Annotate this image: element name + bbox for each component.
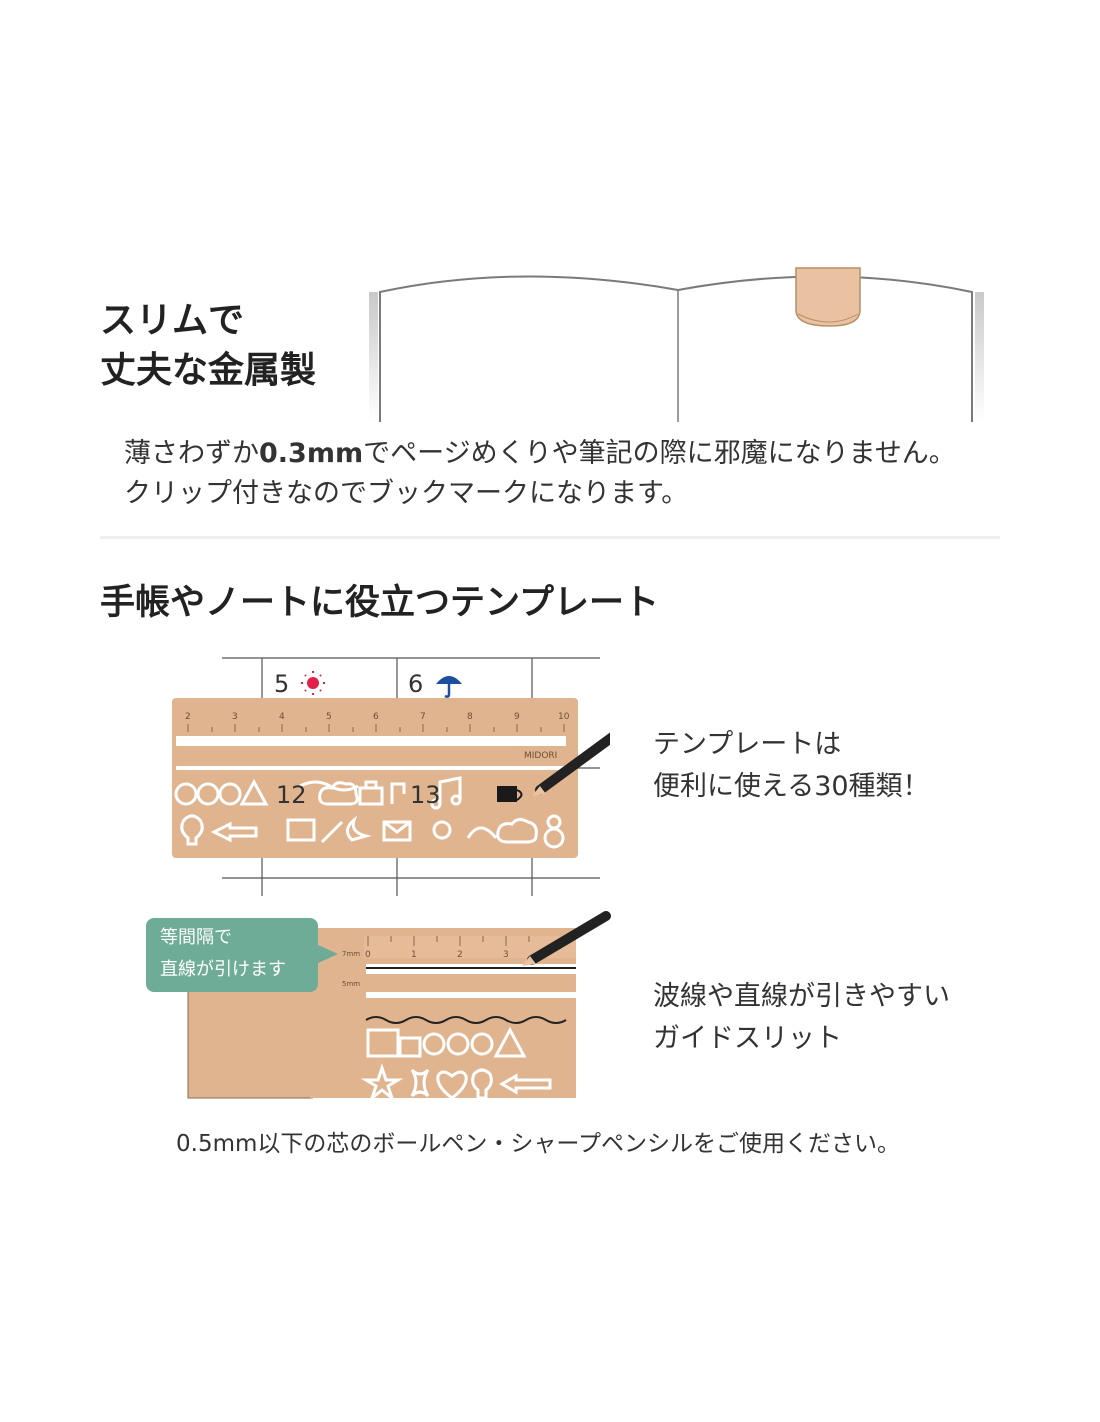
ruler-label: 2 — [457, 950, 463, 960]
ruler-label: 1 — [411, 950, 417, 960]
guide-slit-thin — [366, 992, 576, 998]
ruler-scale — [367, 936, 530, 946]
calendar-template-illustration: 5 6 2 3 4 — [172, 657, 610, 896]
ruler-strip — [364, 936, 576, 958]
callout-bubble: 等間隔で 直線が引けます — [146, 918, 318, 992]
umbrella-icon — [436, 676, 462, 698]
feature-guide-slit-line1: 波線や直線が引きやすい — [653, 981, 950, 1012]
section2-title: 手帳やノートに役立つテンプレート — [100, 583, 659, 623]
callout-line2: 直線が引けます — [160, 959, 286, 980]
ruler-label: 3 — [232, 712, 238, 722]
ruler-label: 6 — [373, 712, 379, 722]
section1-title-line1: スリムで — [100, 300, 245, 341]
calendar-day-5: 5 — [274, 670, 289, 698]
umbrella-outline-icon — [466, 826, 498, 839]
bookmark-clip-edge — [797, 313, 859, 323]
notebook-right-edge — [975, 292, 984, 422]
ruler-labels: 0 1 2 3 — [365, 950, 509, 960]
sun-icon — [301, 671, 325, 695]
guide-slit — [176, 736, 566, 746]
cloud-icon — [496, 817, 538, 844]
envelope-icon — [382, 820, 412, 842]
arrow-icon — [210, 821, 258, 843]
feature-templates-line2: 便利に使える30種類！ — [653, 771, 930, 802]
feature-guide-slit-line2: ガイドスリット — [653, 1023, 842, 1054]
calendar-day-12: 12 — [276, 781, 307, 809]
desc-prefix: 薄さわずか — [124, 438, 259, 469]
desc-suffix: でページめくりや筆記の際に邪魔になりません。 — [363, 438, 956, 469]
sparkle-icon — [410, 1068, 430, 1098]
circle-icon — [174, 782, 198, 806]
calendar-day-6: 6 — [408, 670, 423, 698]
ruler-labels: 2 3 4 5 6 7 8 9 10 — [185, 712, 570, 722]
circle-icon — [422, 1032, 446, 1056]
section1-desc-line2: クリップ付きなのでブックマークになります。 — [124, 478, 689, 509]
stencil-row-top — [174, 776, 462, 810]
ruler-label: 0 — [365, 950, 371, 960]
lightbulb-icon — [180, 814, 204, 846]
cup-icon — [497, 786, 517, 802]
ruler-scale — [187, 724, 565, 732]
stencil-shapes — [360, 1026, 552, 1103]
pencil-icon — [320, 820, 344, 844]
cloud-icon — [318, 781, 359, 806]
ruler-label: 4 — [279, 712, 285, 722]
pencil-illustration — [532, 732, 610, 796]
circle-icon — [446, 1032, 470, 1056]
callout-line1: 等間隔で — [160, 927, 232, 948]
usage-note: 0.5mm以下の芯のボールペン・シャープペンシルをご使用ください。 — [176, 1131, 901, 1157]
feature-guide-slit: 波線や直線が引きやすい ガイドスリット — [653, 976, 950, 1060]
moon-icon — [346, 815, 372, 842]
wavy-line — [365, 1016, 567, 1024]
section1-title: スリムで 丈夫な金属製 — [100, 296, 316, 396]
desc-thickness: 0.3mm — [259, 438, 364, 469]
square-icon — [366, 1028, 400, 1058]
bag-handle-icon — [364, 780, 378, 788]
music-note-icon — [438, 776, 462, 804]
wave-icon — [299, 780, 359, 792]
flower-icon — [432, 820, 452, 840]
triangle-icon — [493, 1026, 527, 1058]
ruler-label: 5 — [326, 712, 332, 722]
bag-icon — [358, 786, 384, 806]
square-icon — [398, 1036, 422, 1058]
circle-icon — [218, 782, 242, 806]
calendar-day-13: 13 — [410, 781, 441, 809]
pencil-illustration — [522, 911, 611, 966]
feature-templates: テンプレートは 便利に使える30種類！ — [653, 724, 930, 808]
slit-7mm-label: 7mm — [342, 950, 360, 958]
star-icon — [360, 1063, 404, 1103]
ruler-label: 7 — [420, 712, 426, 722]
ruler-label: 8 — [467, 712, 473, 722]
ruler-label: 3 — [503, 950, 509, 960]
ruler-label: 10 — [558, 712, 570, 722]
section1-title-line2: 丈夫な金属製 — [100, 350, 317, 391]
bookmark-clip — [795, 267, 861, 327]
slit-5mm-label: 5mm — [342, 980, 360, 988]
brass-template-plate: 2 3 4 5 6 7 8 9 10 MIDORI — [172, 698, 610, 858]
ruler-label: 2 — [185, 712, 191, 722]
heart-icon — [436, 1070, 468, 1100]
ruler-label: 9 — [514, 712, 520, 722]
notebook-outline — [379, 275, 973, 422]
template-plate-body — [172, 698, 578, 858]
rectangle-icon — [286, 818, 316, 842]
brand-label: MIDORI — [524, 751, 557, 761]
guide-slit-thin — [176, 766, 566, 770]
section1-description: 薄さわずか0.3mmでページめくりや筆記の際に邪魔になりません。 クリップ付きな… — [124, 434, 956, 514]
lightbulb-icon — [471, 1068, 493, 1100]
arrow-icon — [390, 782, 406, 804]
section1-desc-line1: 薄さわずか0.3mmでページめくりや筆記の際に邪魔になりません。 — [124, 434, 956, 474]
open-notebook-illustration — [369, 267, 984, 422]
stencil-row-bottom — [180, 814, 565, 849]
triangle-icon — [239, 778, 269, 806]
section-divider — [100, 536, 1000, 539]
callout-bubble-tail — [316, 944, 338, 964]
circle-icon — [470, 1032, 494, 1056]
arrow-icon — [498, 1073, 552, 1095]
feature-templates-line1: テンプレートは — [653, 729, 842, 760]
notebook-left-edge — [369, 292, 378, 422]
circle-icon — [196, 782, 220, 806]
